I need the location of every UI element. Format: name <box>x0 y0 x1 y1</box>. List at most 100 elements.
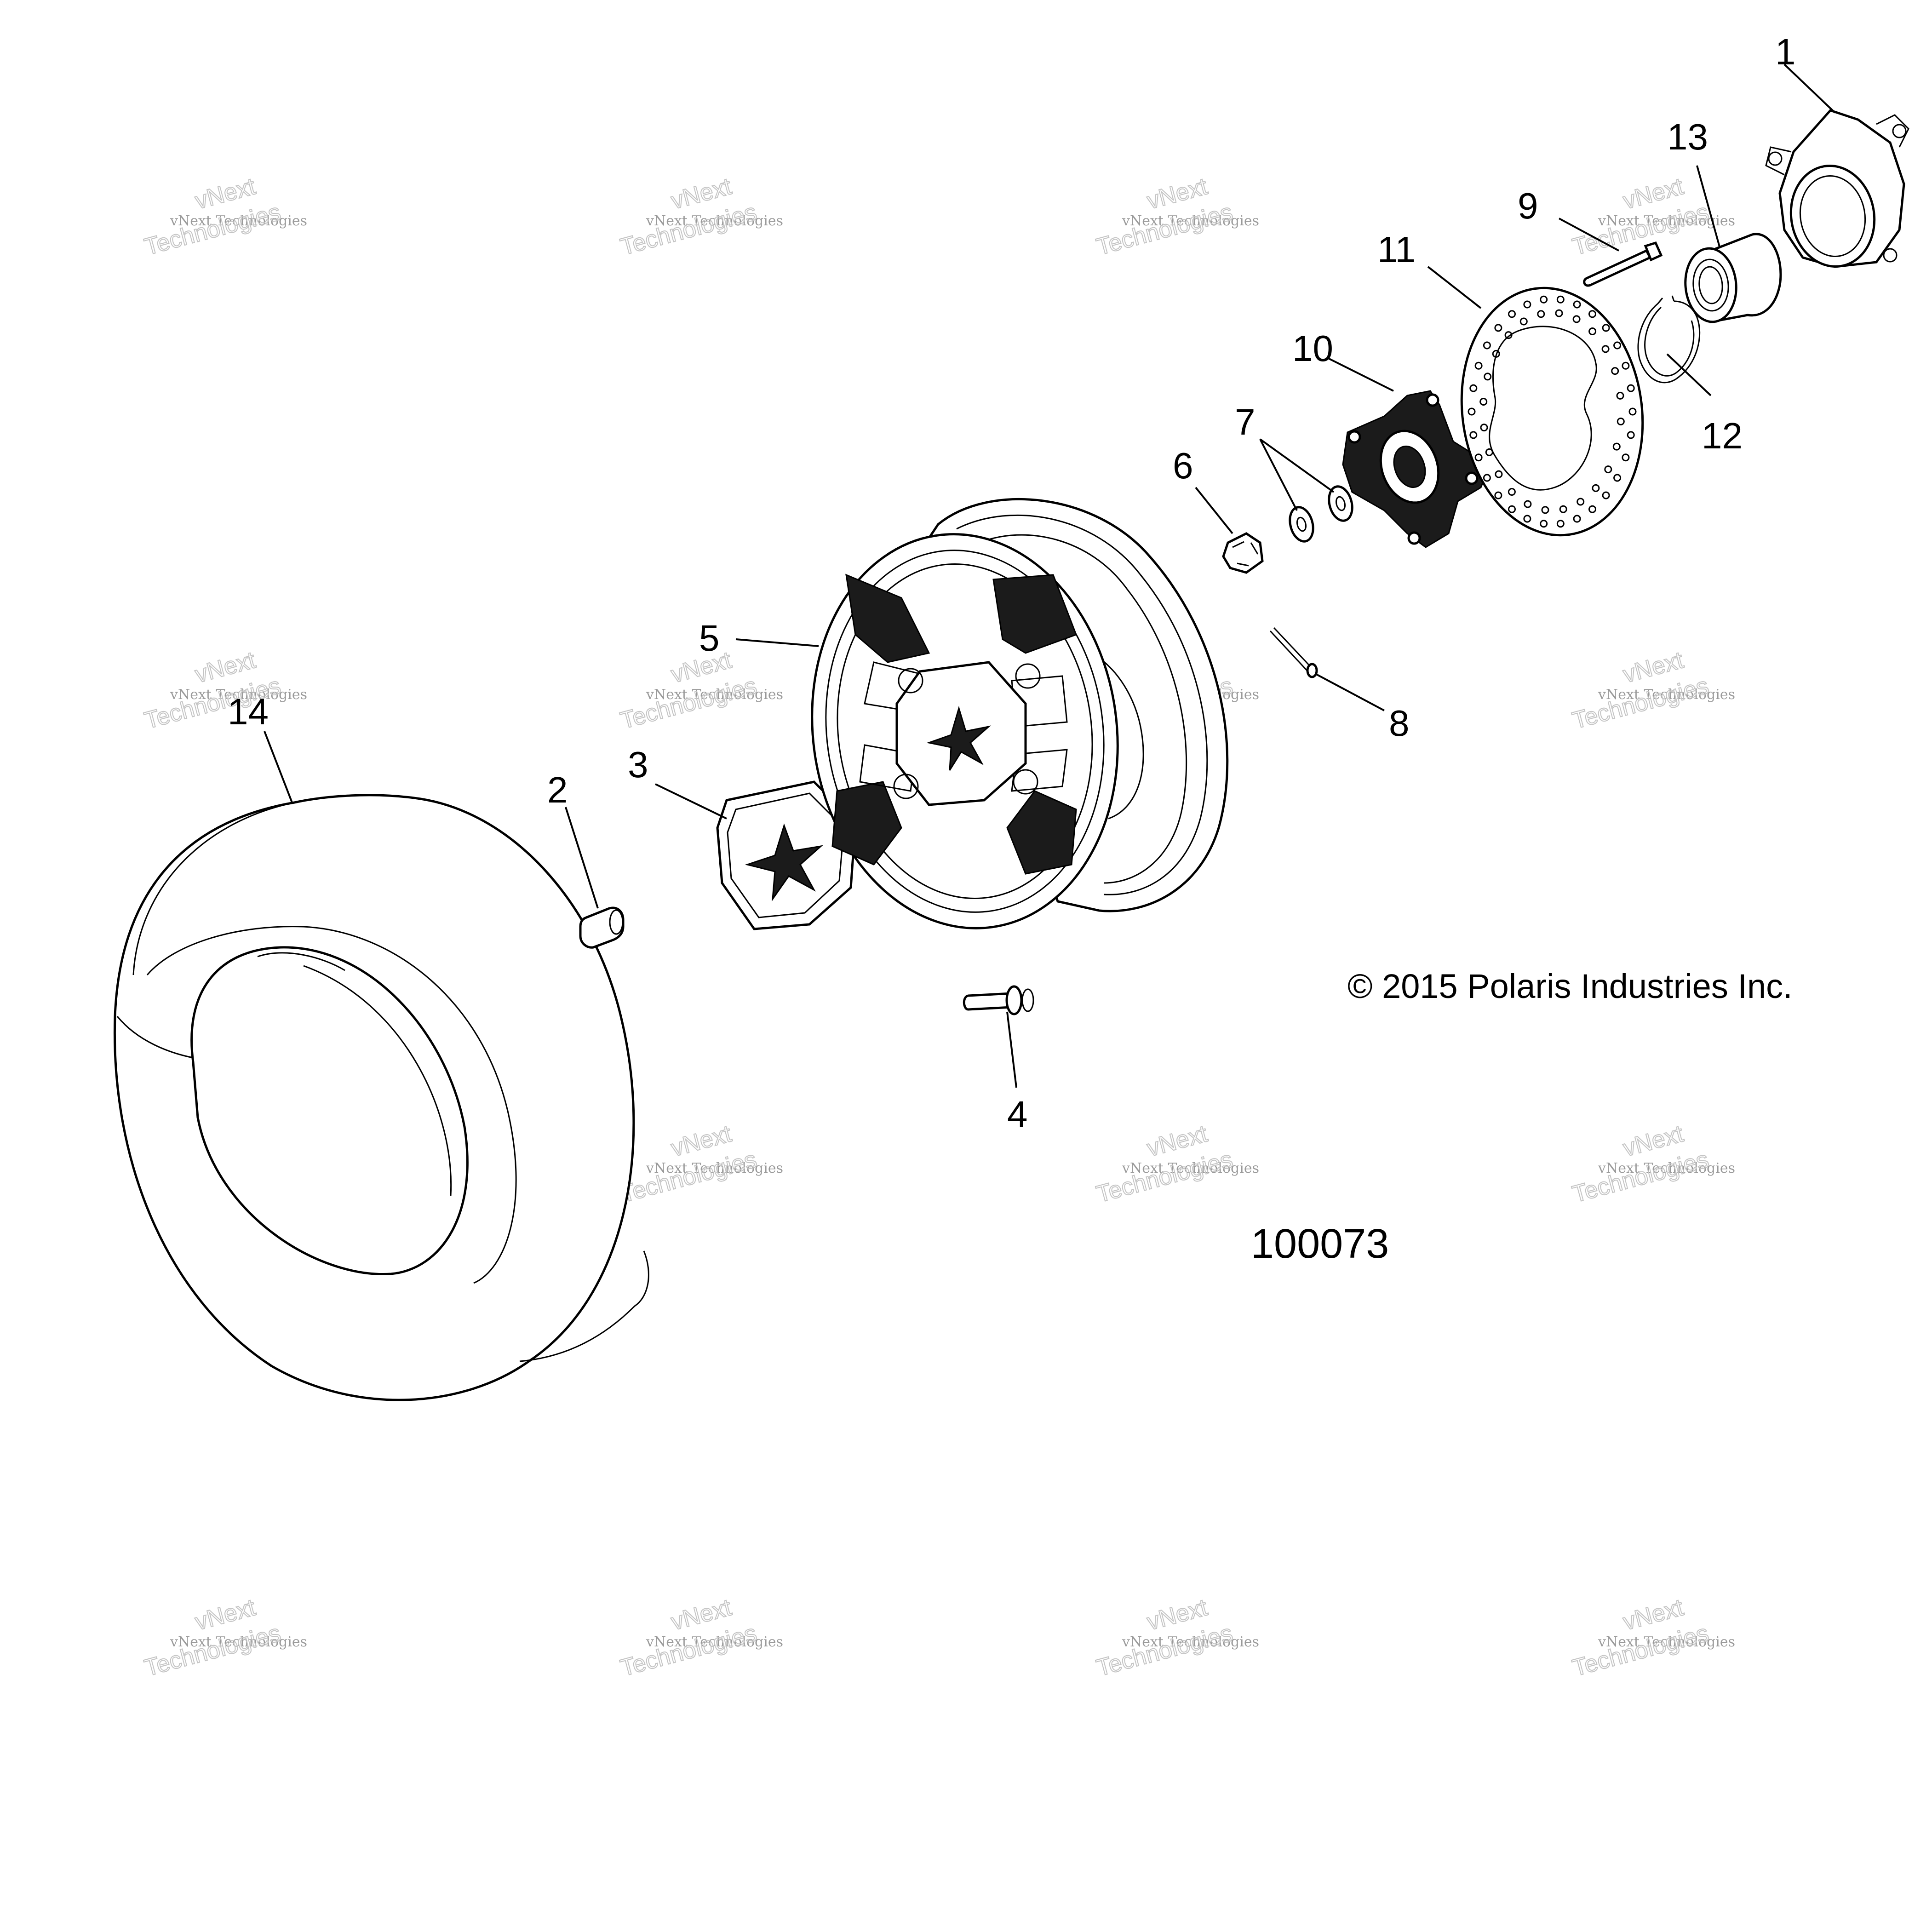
disc-hole <box>1492 350 1500 358</box>
disc-hole <box>1627 384 1635 392</box>
brake-disc-holes <box>1468 295 1637 528</box>
valve-cap-part <box>579 906 625 949</box>
disc-hole <box>1602 491 1610 499</box>
watermark-line2: vNext Technologies <box>1122 1634 1259 1650</box>
disc-hole <box>1555 309 1563 317</box>
disc-hole <box>1616 391 1624 400</box>
watermark-line2: vNext Technologies <box>1598 687 1735 703</box>
washers-part <box>1289 485 1353 543</box>
disc-hole <box>1508 488 1516 496</box>
valve-stem-part <box>963 985 1034 1015</box>
disc-hole <box>1474 361 1483 370</box>
watermark-line2: vNext Technologies <box>170 1634 307 1650</box>
disc-hole <box>1469 431 1478 439</box>
callout-13: 13 <box>1667 116 1708 157</box>
disc-hole <box>1602 324 1610 332</box>
disc-hole <box>1556 295 1565 304</box>
disc-hole <box>1495 470 1503 478</box>
disc-hole <box>1537 310 1545 318</box>
callout-3: 3 <box>628 744 648 785</box>
watermark-line2: vNext Technologies <box>646 1160 783 1176</box>
disc-hole <box>1613 341 1622 350</box>
disc-hole <box>1588 505 1596 513</box>
disc-hole <box>1617 418 1625 425</box>
disc-hole <box>1523 300 1531 309</box>
watermark-line2: vNext Technologies <box>170 687 307 703</box>
disc-hole <box>1474 453 1483 462</box>
disc-hole <box>1494 324 1502 332</box>
disc-hole <box>1613 474 1622 482</box>
disc-hole <box>1577 498 1585 506</box>
callout-14: 14 <box>228 691 269 732</box>
disc-hole <box>1541 506 1549 514</box>
disc-hole <box>1508 310 1516 318</box>
disc-hole <box>1559 505 1567 513</box>
disc-hole <box>1485 448 1493 456</box>
disc-hole <box>1573 515 1581 523</box>
watermark-line2: vNext Technologies <box>646 687 783 703</box>
disc-hole <box>1573 300 1581 309</box>
callout-5: 5 <box>699 618 720 659</box>
disc-hole <box>1484 373 1492 381</box>
disc-hole <box>1540 295 1548 304</box>
castle-nut-part <box>1222 532 1264 574</box>
steering-knuckle-part <box>1765 109 1909 268</box>
disc-hole <box>1588 327 1597 335</box>
callout-12: 12 <box>1702 415 1743 456</box>
disc-hole <box>1604 465 1612 474</box>
disc-hole <box>1588 310 1596 318</box>
disc-hole <box>1611 367 1619 375</box>
disc-hole <box>1572 315 1581 323</box>
disc-hole <box>1540 520 1548 528</box>
disc-hole <box>1556 520 1565 528</box>
disc-hole <box>1483 341 1491 350</box>
disc-hole <box>1628 407 1637 416</box>
disc-hole <box>1468 407 1476 416</box>
disc-hole <box>1627 431 1635 439</box>
watermark-line2: vNext Technologies <box>646 213 783 229</box>
disc-hole <box>1494 491 1502 499</box>
watermark-line2: vNext Technologies <box>170 213 307 229</box>
disc-hole <box>1479 398 1488 406</box>
callout-7: 7 <box>1235 401 1256 442</box>
callout-10: 10 <box>1292 328 1333 369</box>
callout-11: 11 <box>1377 229 1416 270</box>
disc-hole <box>1612 442 1621 451</box>
watermark-line2: vNext Technologies <box>1122 213 1259 229</box>
disc-hole <box>1524 500 1532 508</box>
disc-hole <box>1483 474 1491 482</box>
callout-1: 1 <box>1775 31 1796 72</box>
callout-9: 9 <box>1518 185 1538 226</box>
callout-numbers: 1 2 3 4 5 6 7 8 9 10 11 12 13 14 <box>228 31 1796 1135</box>
disc-hole <box>1480 424 1488 432</box>
cotter-pin-part <box>1269 627 1318 678</box>
watermark-line2: vNext Technologies <box>646 1634 783 1650</box>
tire-part <box>113 794 649 1401</box>
disc-hole <box>1469 384 1478 392</box>
watermark-line2: vNext Technologies <box>1598 1634 1735 1650</box>
disc-hole <box>1622 361 1630 370</box>
disc-hole <box>1592 484 1600 492</box>
callout-6: 6 <box>1173 445 1193 486</box>
wheel-part <box>811 498 1229 929</box>
watermark-line2: vNext Technologies <box>1598 1160 1735 1176</box>
hub-part <box>1342 390 1491 548</box>
leader-lines <box>264 63 1836 1088</box>
disc-hole <box>1519 317 1528 326</box>
watermark-line2: vNext Technologies <box>1122 1160 1259 1176</box>
copyright-notice: © 2015 Polaris Industries Inc. <box>1347 967 1793 1005</box>
bolt-part <box>1583 241 1663 287</box>
bearing-part <box>1684 233 1782 324</box>
